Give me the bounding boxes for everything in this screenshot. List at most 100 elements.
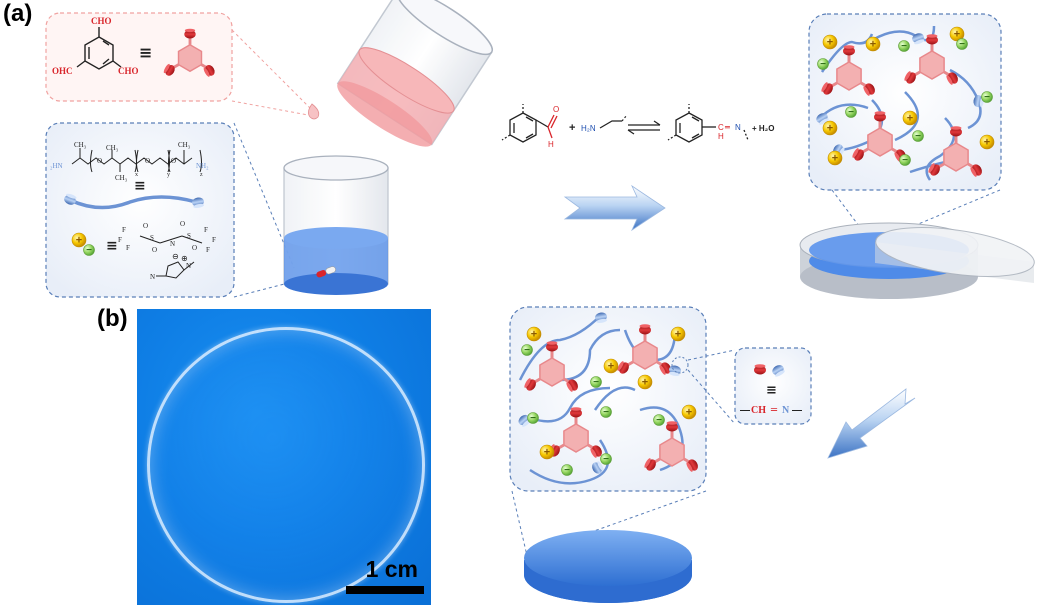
anion (600, 406, 612, 419)
mixing-beaker (283, 155, 389, 295)
ch3-label-2: CH₃ (106, 144, 119, 152)
ether-o-1: O (97, 157, 102, 165)
panel-label-a: (a) (3, 0, 33, 27)
transparent-film-disc (147, 327, 425, 603)
cation (822, 34, 838, 50)
minus-charge: ⊖ (172, 252, 179, 261)
process-arrow-down-left (827, 388, 916, 459)
cation (526, 326, 542, 342)
ch3-label-3: CH₃ (115, 174, 128, 182)
network-zoom-bottom (509, 306, 707, 492)
anion (845, 106, 857, 119)
imine-h: H (718, 132, 724, 141)
plus-charge: ⊕ (181, 254, 188, 263)
process-arrow-right (563, 184, 666, 232)
anion (527, 412, 539, 425)
imine-dash-right: — (792, 405, 802, 416)
equiv-symbol-2: ≡ (134, 178, 146, 194)
amine-il-legend-box: CH₃ CH₃ CH₃ CH₃ ₂HN NH₂ O O O x y z ≡ ≡ … (45, 122, 235, 298)
water-byproduct: + H₂O (752, 124, 774, 133)
ionogel-film (524, 530, 692, 603)
subscript-z: z (200, 172, 203, 178)
imine-n-label: N (782, 405, 790, 416)
cation (827, 150, 843, 166)
equiv-symbol: ≡ (139, 43, 152, 62)
pouring-beaker (336, 0, 494, 147)
cation (603, 358, 619, 374)
anion (600, 453, 612, 466)
il-atom-n2: N (150, 273, 155, 281)
il-atom-o1: O (143, 222, 148, 230)
imine-eq: ═ (724, 123, 730, 132)
il-atom-f1: F (122, 226, 126, 234)
il-atom-f5: F (212, 236, 216, 244)
equiv-symbol-3: ≡ (106, 238, 118, 254)
droplet (308, 103, 320, 120)
cation (979, 134, 995, 150)
il-atom-s1: S (150, 234, 154, 242)
imine-dash-left: — (740, 405, 750, 416)
cation (865, 36, 881, 52)
reaction-scheme: O H + H₂N C ═ N H + H₂O (501, 104, 774, 149)
cation-icon (71, 232, 87, 248)
ether-o-2: O (145, 157, 150, 165)
imine-n: N (735, 123, 741, 132)
imine-double-bond: ═ (770, 405, 778, 416)
anion (561, 464, 573, 477)
network-zoom-top (808, 13, 1002, 191)
stir-bar-icon (316, 266, 336, 278)
aldehyde-o: O (553, 105, 559, 114)
amine-h2n: H₂N (581, 124, 596, 133)
il-atom-o2: O (152, 246, 157, 254)
petri-dish (799, 222, 1035, 299)
scale-bar (346, 586, 424, 594)
scale-bar-label: 1 cm (365, 556, 418, 582)
il-atom-f3: F (126, 244, 130, 252)
imine-bond-legend: ≡ — CH ═ N — (734, 347, 812, 425)
equiv-symbol-4: ≡ (766, 383, 777, 398)
cation (637, 374, 653, 390)
tfsi-imidazolium-structure (139, 235, 203, 279)
cation (902, 110, 918, 126)
anion-icon (83, 244, 95, 257)
aldehyde-cap-icon (754, 364, 766, 375)
cation (822, 120, 838, 136)
subscript-y: y (167, 172, 170, 178)
il-atom-f4: F (204, 226, 208, 234)
ch3-label-4: CH₃ (178, 141, 191, 149)
ch3-label-1: CH₃ (74, 141, 87, 149)
anion (981, 91, 993, 104)
il-atom-f2: F (118, 236, 122, 244)
cation (681, 404, 697, 420)
aldehyde-h: H (548, 140, 554, 149)
anion (912, 130, 924, 143)
amine-end-left: ₂HN (50, 162, 63, 170)
plus-sign: + (569, 122, 575, 134)
il-atom-n1: N (170, 240, 175, 248)
imine-ch: CH (751, 405, 766, 416)
panel-label-b: (b) (97, 305, 128, 332)
il-atom-n3: N (186, 262, 191, 270)
cho-right-label: CHO (118, 66, 139, 76)
anion (590, 376, 602, 389)
il-atom-o4: O (192, 244, 197, 252)
il-atom-f6: F (206, 246, 210, 254)
anion (653, 414, 665, 427)
ohc-left-label: OHC (52, 66, 73, 76)
subscript-x: x (135, 172, 138, 178)
anion (956, 38, 968, 51)
imine-c: C (718, 123, 724, 132)
equilibrium-arrows (627, 120, 661, 135)
il-atom-o3: O (180, 220, 185, 228)
amine-end-right: NH₂ (196, 162, 209, 170)
ether-o-3: O (171, 157, 176, 165)
benzene-tricarbaldehyde-structure (76, 27, 122, 70)
cation (539, 444, 555, 460)
aldehyde-legend-box: CHO OHC CHO ≡ (45, 12, 233, 102)
polyetheramine-structure (71, 148, 202, 173)
anion (899, 154, 911, 167)
petri-lid (875, 227, 1035, 283)
anion (521, 344, 533, 357)
cho-top-label: CHO (91, 16, 112, 26)
